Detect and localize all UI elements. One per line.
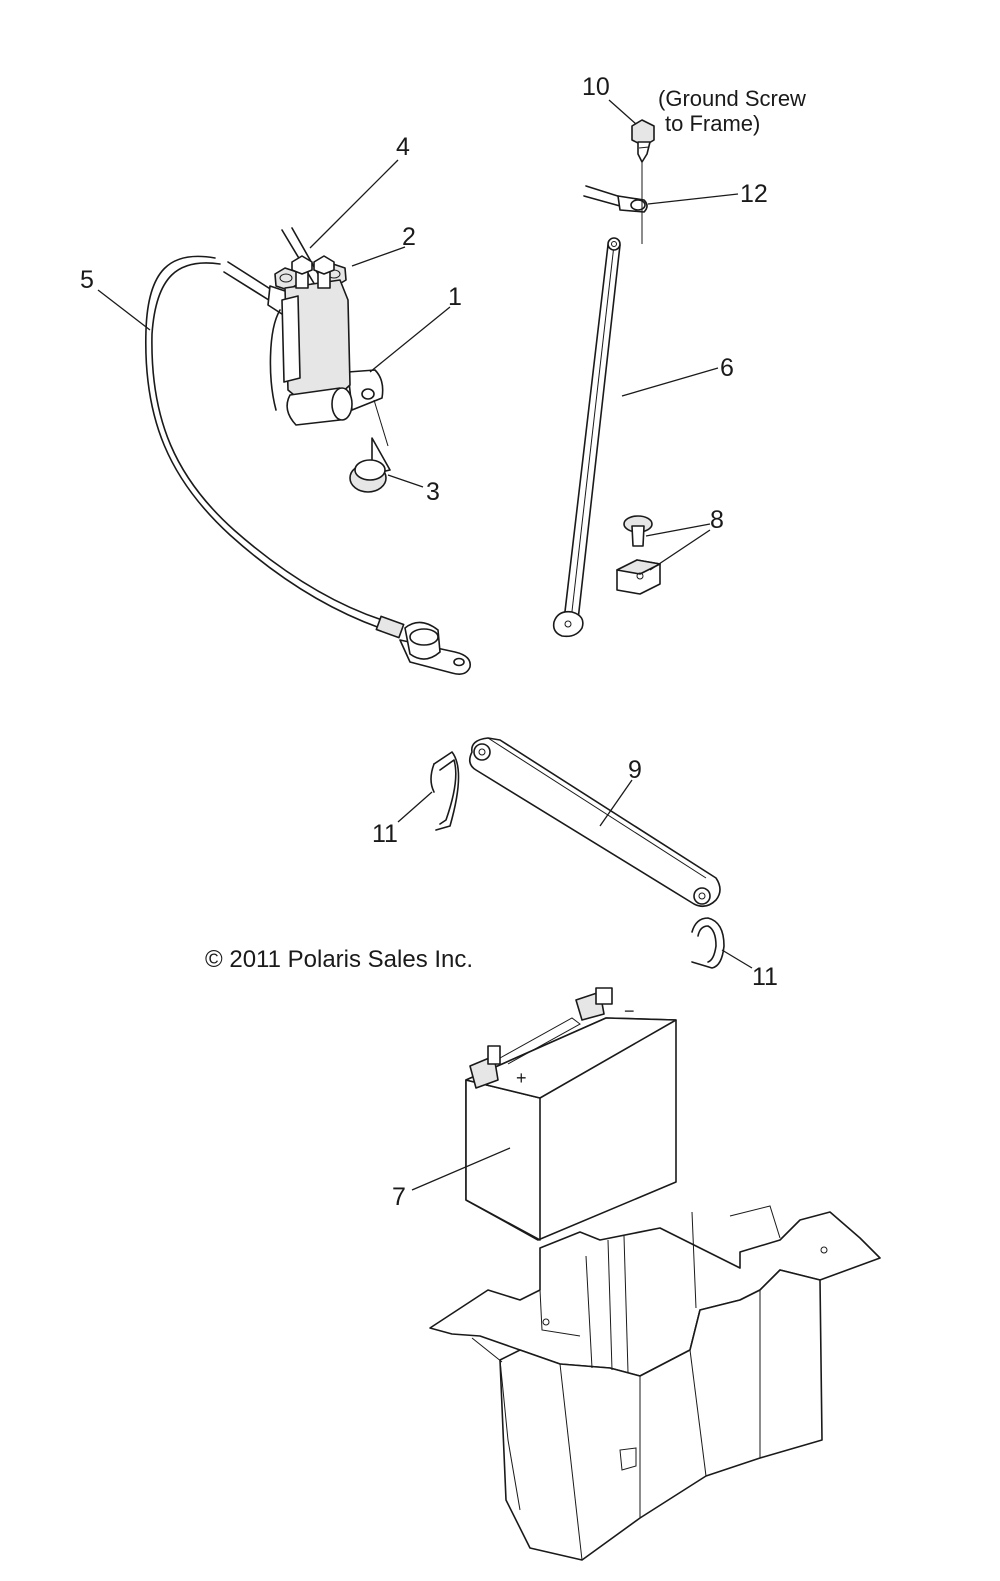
clip-11-left — [430, 751, 460, 831]
fasteners-8 — [616, 515, 661, 595]
battery-cable-5 — [144, 255, 472, 675]
ground-screw-note-line-2: to Frame) — [665, 111, 760, 136]
clip-11-right — [691, 917, 725, 969]
callout-4: 4 — [396, 133, 410, 161]
ground-screw-10 — [631, 119, 655, 163]
callout-9: 9 — [628, 756, 642, 784]
callout-11-left: 11 — [372, 820, 398, 848]
copyright-text: © 2011 Polaris Sales Inc. — [205, 946, 473, 973]
callout-8: 8 — [710, 506, 724, 534]
callout-1: 1 — [448, 283, 462, 311]
callout-12: 12 — [740, 180, 768, 208]
negative-terminal-mark: − — [624, 1001, 635, 1021]
leader-lines — [97, 99, 753, 1191]
strap-9 — [468, 737, 721, 908]
ground-screw-note-line-1: (Ground Screw — [658, 86, 806, 111]
callout-11-right: 11 — [752, 963, 778, 991]
positive-terminal-mark: + — [516, 1068, 527, 1088]
ground-cable-6 — [552, 237, 621, 638]
callout-10: 10 — [582, 73, 610, 101]
callout-7: 7 — [392, 1183, 406, 1211]
battery-7 — [465, 987, 677, 1241]
bolt-3 — [349, 399, 391, 493]
ring-terminal-12 — [583, 150, 648, 244]
callout-3: 3 — [426, 478, 440, 506]
battery-box — [429, 1205, 881, 1561]
callout-5: 5 — [80, 266, 94, 294]
callout-2: 2 — [402, 223, 416, 251]
callout-6: 6 — [720, 354, 734, 382]
